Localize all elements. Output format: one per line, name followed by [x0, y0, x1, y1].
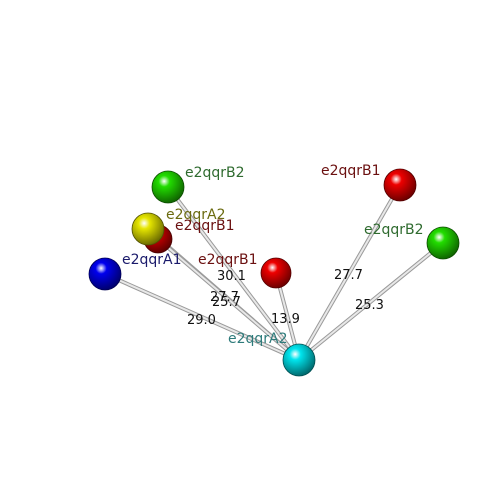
edge-distance-label: 29.0: [187, 313, 216, 328]
node-label-n7: e2qqrB2: [364, 222, 424, 238]
node-sphere-center: [282, 343, 316, 377]
node-label-n4: e2qqrB1: [175, 218, 235, 234]
node-label-n6: e2qqrB1: [198, 252, 258, 268]
edge-distance-label: 25.7: [212, 295, 241, 310]
node-sphere-n7: [426, 226, 460, 260]
edge-stick: [298, 242, 444, 361]
edge-stick: [298, 184, 401, 361]
edge-stick: [167, 186, 300, 361]
node-sphere-n1: [151, 170, 185, 204]
edge-distance-label: 27.7: [210, 290, 239, 305]
node-sphere-n2: [383, 168, 417, 202]
node-label-n1: e2qqrB2: [185, 165, 245, 181]
edge-distance-label: 30.1: [217, 269, 246, 284]
node-label-n2: e2qqrB1: [321, 163, 381, 179]
nodes-layer: [88, 168, 460, 377]
edge-stick: [104, 273, 300, 361]
node-label-n3: e2qqrA2: [166, 207, 226, 223]
edge-distance-label: 27.7: [334, 268, 363, 283]
node-label-center: e2qqrA2: [228, 331, 288, 347]
node-sphere-n3: [131, 212, 165, 246]
node-sphere-n5: [88, 257, 122, 291]
edge-distance-label: 13.9: [271, 312, 300, 327]
edges-layer: [103, 183, 445, 362]
edge-distance-label: 25.3: [355, 298, 384, 313]
node-label-n5: e2qqrA1: [122, 252, 182, 268]
edge-stick: [157, 238, 300, 361]
node-sphere-n6: [260, 257, 292, 289]
